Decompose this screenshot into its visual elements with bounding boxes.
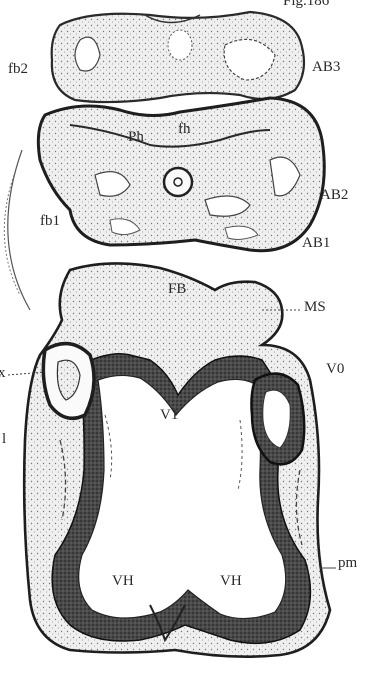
label-pm: pm [338,556,357,571]
label-ab1: AB1 [302,236,330,251]
label-ab3: AB3 [312,60,340,75]
label-fh: fh [178,122,191,137]
label-v1: V1 [160,408,178,423]
label-x: x [0,366,6,381]
label-ab2: AB2 [320,188,348,203]
outer-arc-1 [8,150,30,310]
label-l: l [2,432,6,447]
label-v0: V0 [326,362,344,377]
label-fb1: fb1 [40,214,60,229]
label-ph: Ph [128,130,144,145]
label-fb: FB [168,282,186,297]
upper-arch-notochord [168,30,192,60]
outer-arc-2 [4,175,20,295]
notochord [164,168,192,196]
label-vh-left: VH [112,574,134,589]
label-vh-right: VH [220,574,242,589]
label-ms: MS [304,300,326,315]
caption-fragment: Fig.186 [283,0,329,9]
label-fb2: fb2 [8,62,28,77]
